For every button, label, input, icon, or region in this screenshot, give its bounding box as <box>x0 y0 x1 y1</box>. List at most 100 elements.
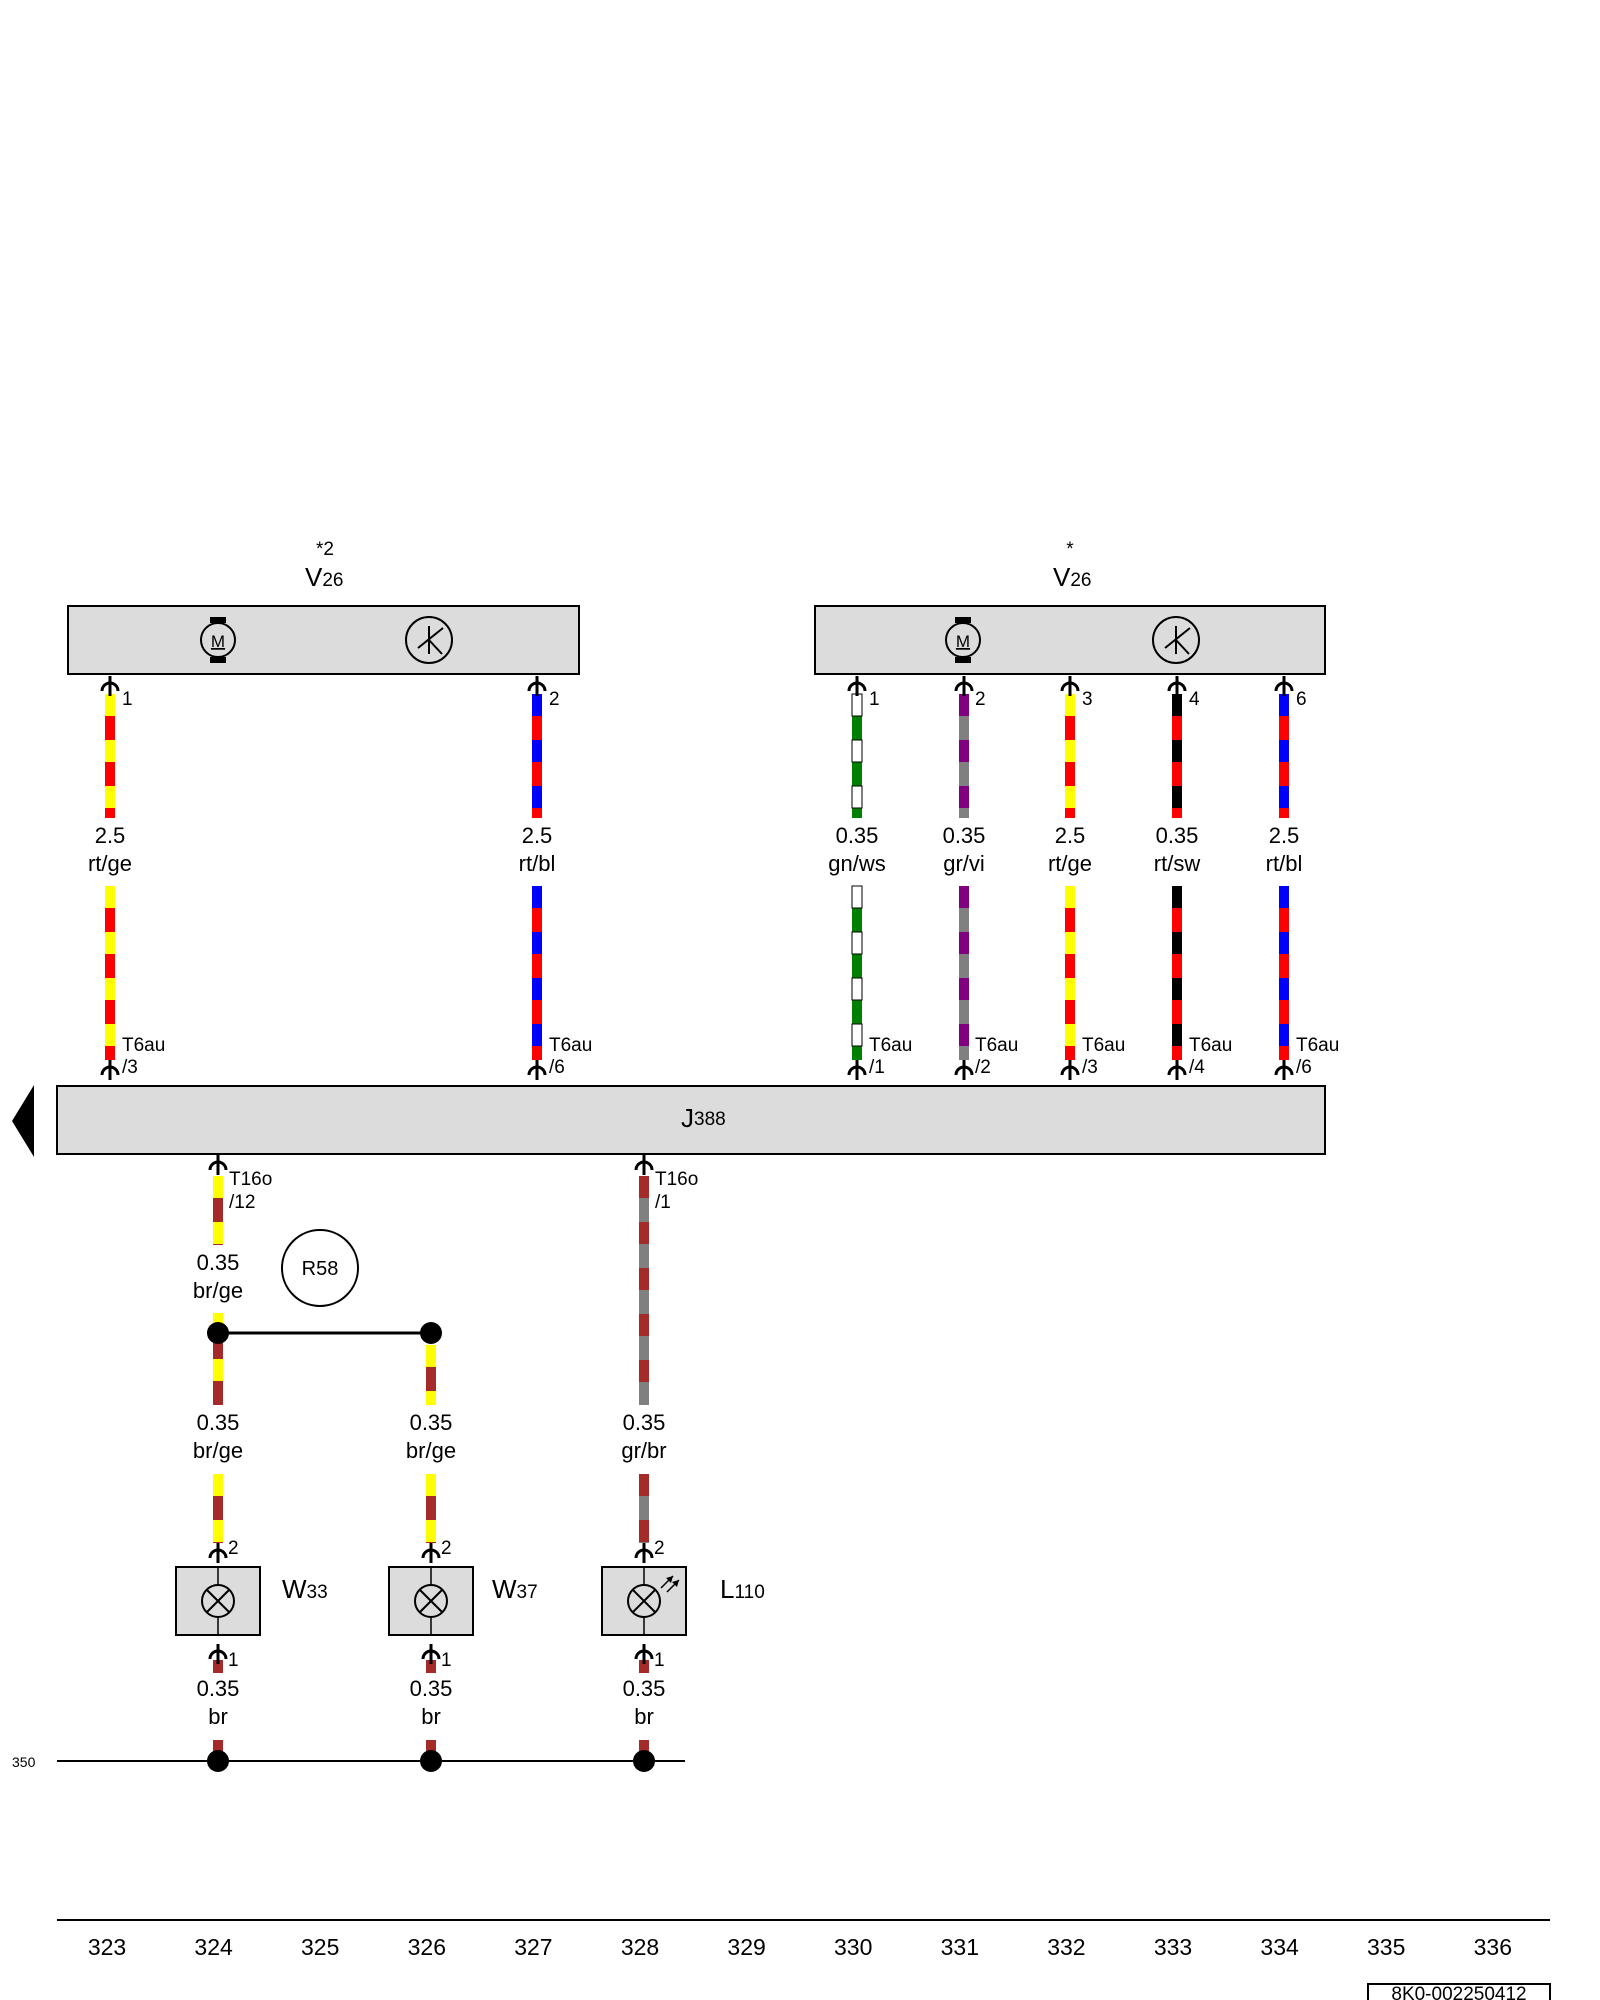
wire-stripe <box>1279 1024 1289 1046</box>
pin-label: 6 <box>1296 689 1307 710</box>
j388-label: J388 <box>681 1103 726 1133</box>
wire-size: 0.35 <box>1156 823 1199 848</box>
wire-color: rt/bl <box>519 851 556 876</box>
wire-stripe <box>959 886 969 908</box>
wire-size: 0.35 <box>410 1410 453 1435</box>
connector-symbols <box>100 676 1294 1664</box>
v26-left-marker: *2 <box>316 539 334 560</box>
wire-color: br/ge <box>193 1278 243 1303</box>
wire-segment <box>852 886 862 1060</box>
wire-stripe <box>426 1520 436 1542</box>
pin-label: 1 <box>441 1650 452 1671</box>
ground-node <box>633 1750 655 1772</box>
wire-stripe <box>1172 694 1182 716</box>
connector-name: T6au <box>975 1035 1018 1056</box>
wire-stripe <box>213 1474 223 1496</box>
wire-stripe <box>639 1176 649 1198</box>
scale-number: 329 <box>727 1934 765 1960</box>
connector-pin: /4 <box>1189 1057 1205 1078</box>
wire-stripe <box>1172 740 1182 762</box>
wire-stripe <box>851 739 863 763</box>
wire-stripe <box>1065 932 1075 954</box>
scale-number: 336 <box>1474 1934 1512 1960</box>
connector-terminal-icon <box>421 1543 441 1563</box>
wire-stripe <box>426 1474 436 1496</box>
connector-terminal-icon <box>634 1543 654 1563</box>
connector-pin: /2 <box>975 1057 991 1078</box>
wire-segment <box>105 886 115 1060</box>
wire-segment <box>639 1660 649 1673</box>
wire-stripe <box>532 1024 542 1046</box>
wire-stripe <box>1172 932 1182 954</box>
wire-stripe <box>959 978 969 1000</box>
motor-icon: M <box>945 617 981 663</box>
wire-segment <box>426 1740 436 1755</box>
wire-stripe <box>639 1520 649 1542</box>
pin-label: 2 <box>654 1538 665 1559</box>
l110-label: L110 <box>720 1574 765 1604</box>
wire-stripe <box>959 694 969 716</box>
wire-stripe <box>105 932 115 954</box>
wire-segment <box>959 886 969 1060</box>
wire-stripe <box>532 932 542 954</box>
wire-segment <box>532 886 542 1060</box>
connector-terminal-icon <box>634 1644 654 1664</box>
wire-stripe <box>1172 886 1182 908</box>
wire-stripe <box>532 978 542 1000</box>
pin-label: 2 <box>228 1538 239 1559</box>
wire-stripe <box>1172 786 1182 808</box>
wire-color: br <box>421 1704 441 1729</box>
connector-terminal-icon <box>208 1155 228 1175</box>
connector-terminal-icon <box>100 1060 120 1080</box>
connector-terminal-icon <box>847 1060 867 1080</box>
wire-segment <box>426 1345 436 1405</box>
connector-terminal-icon <box>527 1060 547 1080</box>
connector-pin: /3 <box>1082 1057 1098 1078</box>
wire-segments <box>105 693 1289 1755</box>
wire-stripe <box>1065 978 1075 1000</box>
bulb-icon <box>414 1567 448 1635</box>
wire-color: gn/ws <box>828 851 885 876</box>
connector-terminal-icon <box>421 1644 441 1664</box>
v26-right-marker: * <box>1066 539 1074 560</box>
wire-stripe <box>639 1268 649 1290</box>
splice-node <box>420 1322 442 1344</box>
scale-number: 332 <box>1047 1934 1085 1960</box>
wire-stripe <box>426 1345 436 1367</box>
wire-stripe <box>851 931 863 955</box>
pin-label: 1 <box>228 1650 239 1671</box>
v26-left-box[interactable] <box>67 605 580 675</box>
wire-size: 2.5 <box>95 823 126 848</box>
wire-segment <box>213 1474 223 1543</box>
wire-size: 0.35 <box>197 1250 240 1275</box>
pin-label: 1 <box>654 1650 665 1671</box>
connector-terminal-icon <box>208 1644 228 1664</box>
connector-name: T6au <box>122 1035 165 1056</box>
wire-stripe <box>1279 694 1289 716</box>
connector-pin: /6 <box>1296 1057 1312 1078</box>
ground-node <box>420 1750 442 1772</box>
wire-stripe <box>213 1222 223 1244</box>
scale-number: 324 <box>194 1934 233 1960</box>
scale-number: 331 <box>941 1934 979 1960</box>
connector-name: T16o <box>655 1169 698 1190</box>
connector-name: T6au <box>1189 1035 1232 1056</box>
wire-stripe <box>959 932 969 954</box>
document-id: 8K0-002250412 <box>1391 1984 1526 2000</box>
wire-stripe <box>532 694 542 716</box>
pin-label: 2 <box>441 1538 452 1559</box>
v26-right-box[interactable] <box>814 605 1326 675</box>
wire-stripe <box>105 978 115 1000</box>
illuminated-bulb-icon <box>627 1567 680 1635</box>
connector-terminal-icon <box>1167 1060 1187 1080</box>
wire-segment <box>1172 886 1182 1060</box>
wire-color: br <box>634 1704 654 1729</box>
wire-segment <box>426 1474 436 1543</box>
wire-segment <box>639 1176 649 1405</box>
wire-stripe <box>1065 740 1075 762</box>
j388-box[interactable] <box>56 1085 1326 1155</box>
connector-terminal-icon <box>847 676 867 696</box>
connector-terminal-icon <box>100 676 120 696</box>
wire-stripe <box>851 1023 863 1047</box>
